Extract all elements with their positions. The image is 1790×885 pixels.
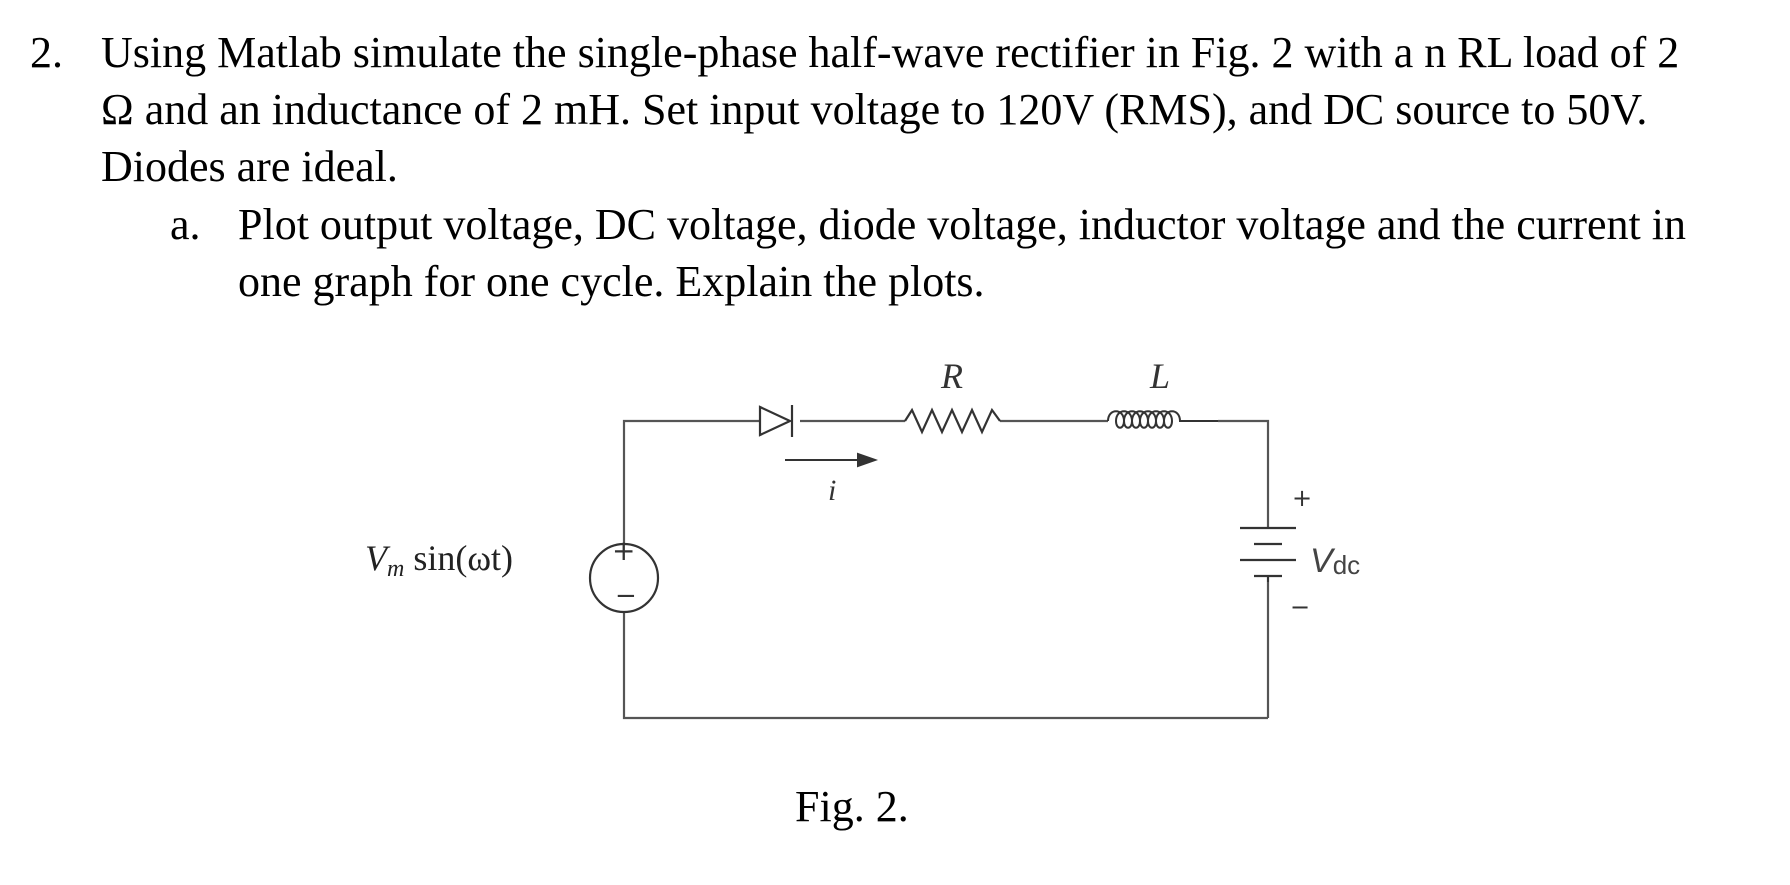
current-label: i [828,474,836,507]
subquestion-a: a. Plot output voltage, DC voltage, diod… [170,196,1770,310]
ac-source-label-v: V [365,538,391,578]
battery-label-sub: dc [1333,550,1360,580]
diode-icon [758,405,794,437]
battery-minus: − [1290,593,1310,621]
subquestion-line: one graph for one cycle. Explain the plo… [238,257,985,306]
battery-plus: + [1292,484,1312,512]
inductor-icon [1107,410,1218,429]
question-text: Using Matlab simulate the single-phase h… [101,24,1760,195]
question-2: 2. Using Matlab simulate the single-phas… [30,24,1760,195]
ac-source-label-sub: m [387,556,404,582]
wire-inductor-right [1218,419,1270,528]
inductor-label: L [1149,356,1170,396]
battery-label-v: V [1310,542,1336,580]
question-line: Using Matlab simulate the single-phase h… [101,28,1680,77]
question-line: Diodes are ideal. [101,142,398,191]
ac-source-plus: + [612,534,635,567]
question-number: 2. [30,28,63,77]
resistor-icon [904,407,1001,435]
ac-source-label: Vm sin(ωt) [365,538,513,582]
subquestion-text: Plot output voltage, DC voltage, diode v… [238,196,1770,310]
ac-source-label-rest: sin(ωt) [404,538,513,578]
resistor-label: R [940,356,963,396]
figure-caption: Fig. 2. [795,782,909,831]
battery-label: Vdc [1310,542,1360,580]
wire-left-top [622,419,760,544]
subquestion-letter: a. [170,200,201,249]
current-arrow-icon [785,452,879,468]
ac-source-icon [588,542,660,614]
subquestion-line: Plot output voltage, DC voltage, diode v… [238,200,1687,249]
wire-bottom [622,612,1268,720]
ac-source-minus: − [615,581,637,611]
battery-icon [1240,526,1296,582]
question-line: Ω and an inductance of 2 mH. Set input v… [101,85,1648,134]
